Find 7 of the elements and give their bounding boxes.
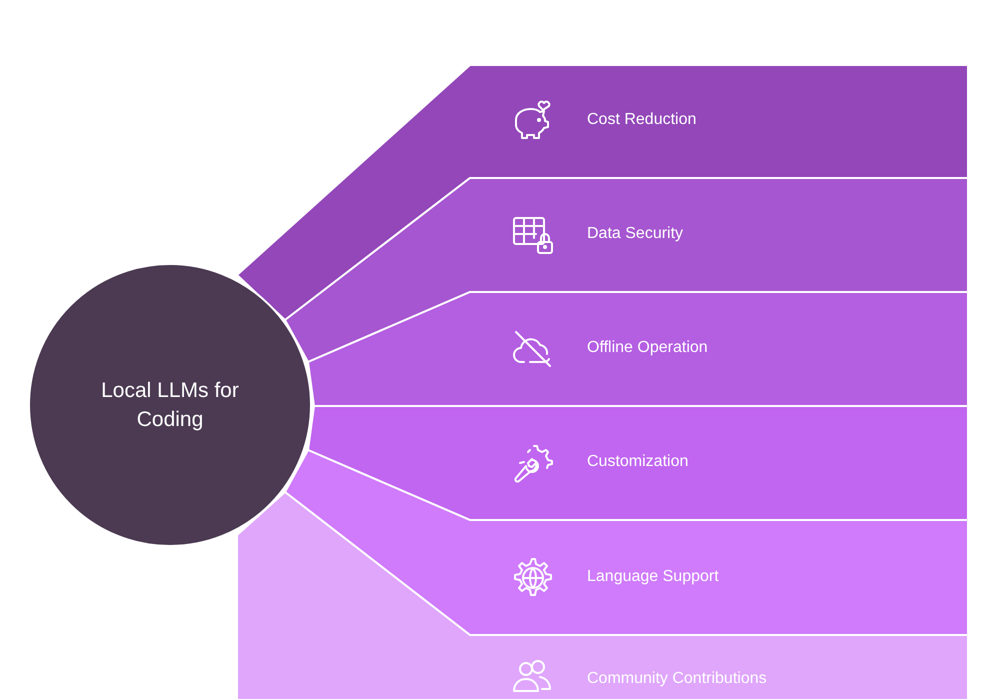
band-label: Community Contributions [587, 670, 767, 688]
band-label: Data Security [587, 225, 684, 243]
band-label: Language Support [587, 568, 719, 586]
band-label: Offline Operation [587, 339, 708, 357]
band-label: Cost Reduction [587, 111, 696, 129]
band-label: Customization [587, 453, 688, 471]
circle-label: Local LLMs for Coding [100, 378, 240, 433]
